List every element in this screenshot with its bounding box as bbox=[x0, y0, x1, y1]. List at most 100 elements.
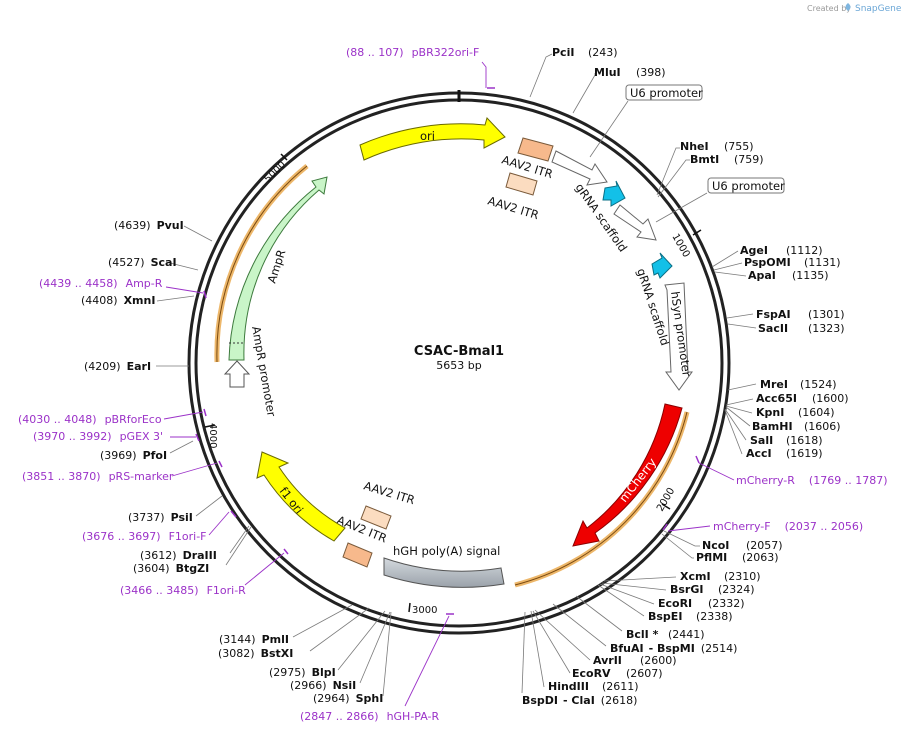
enzyme-agei[interactable]: AgeI(1112) bbox=[711, 244, 823, 268]
enzyme-sali[interactable]: SalI(1618) bbox=[724, 408, 823, 447]
enzyme-xcmi[interactable]: XcmI(2310) bbox=[603, 570, 761, 583]
svg-text:(3851 .. 3870)pRS-marker: (3851 .. 3870)pRS-marker bbox=[22, 470, 174, 483]
u6-promoter-callout-1[interactable]: U6 promoter bbox=[589, 84, 703, 158]
enzyme-apai[interactable]: ApaI(1135) bbox=[714, 269, 829, 282]
svg-text:(3737)PsiI: (3737)PsiI bbox=[128, 511, 193, 524]
svg-text:NheI(755): NheI(755) bbox=[680, 140, 754, 153]
svg-text:BmtI(759): BmtI(759) bbox=[690, 153, 764, 166]
primer-prs-marker[interactable]: (3851 .. 3870)pRS-marker bbox=[22, 460, 223, 483]
svg-text:(4639)PvuI: (4639)PvuI bbox=[114, 219, 184, 232]
enzyme-scai[interactable]: (4527)ScaI bbox=[108, 256, 199, 271]
svg-text:mCherry-F(2037 .. 2056): mCherry-F(2037 .. 2056) bbox=[713, 520, 863, 533]
svg-text:(3466 .. 3485)F1ori-R: (3466 .. 3485)F1ori-R bbox=[120, 584, 246, 597]
enzyme-ecori[interactable]: EcoRI(2332) bbox=[599, 583, 745, 610]
svg-text:ApaI(1135): ApaI(1135) bbox=[748, 269, 829, 282]
enzyme-btgzi[interactable]: (3604)BtgZI bbox=[133, 526, 252, 575]
tick-label-2000: 2000 bbox=[655, 486, 677, 514]
aav2-itr-bottom-inner[interactable] bbox=[360, 505, 392, 530]
svg-text:(3604)BtgZI: (3604)BtgZI bbox=[133, 562, 209, 575]
svg-text:(3676 .. 3697)F1ori-F: (3676 .. 3697)F1ori-F bbox=[82, 530, 207, 543]
enzyme-bspei[interactable]: BspEI(2338) bbox=[597, 584, 733, 623]
aav2-itr-top-outer[interactable] bbox=[517, 137, 554, 162]
enzyme-hindiii[interactable]: HindIII(2611) bbox=[530, 610, 639, 693]
enzyme-pspomi[interactable]: PspOMI(1131) bbox=[713, 256, 841, 271]
ampr-promoter-arrow[interactable] bbox=[223, 360, 251, 388]
u6-promoter-arrow-2[interactable] bbox=[613, 204, 657, 241]
enzyme-avrii[interactable]: AvrII(2600) bbox=[534, 609, 677, 667]
svg-text:BspEI(2338): BspEI(2338) bbox=[648, 610, 733, 623]
svg-text:PciI(243): PciI(243) bbox=[552, 46, 618, 59]
enzyme-blpi[interactable]: (2975)BlpI bbox=[269, 610, 386, 679]
enzyme-fspai[interactable]: FspAI(1301) bbox=[726, 308, 845, 321]
enzyme-eari[interactable]: (4209)EarI bbox=[84, 360, 189, 373]
ampr-promoter-label: AmpR promoter bbox=[249, 325, 279, 418]
svg-text:BclI *(2441): BclI *(2441) bbox=[626, 628, 705, 641]
enzyme-pvui[interactable]: (4639)PvuI bbox=[114, 219, 213, 242]
enzyme-mrei[interactable]: MreI(1524) bbox=[727, 378, 837, 391]
ampr-arrow[interactable] bbox=[228, 176, 328, 361]
enzyme-xmni[interactable]: (4408)XmnI bbox=[81, 294, 195, 307]
primer-amp-r[interactable]: (4439 .. 4458)Amp-R bbox=[39, 277, 207, 299]
primer-pgex-3[interactable]: (3970 .. 3992)pGEX 3' bbox=[33, 430, 200, 443]
grna-scaffold-arrow-1[interactable] bbox=[602, 180, 626, 207]
svg-text:AvrII(2600): AvrII(2600) bbox=[593, 654, 677, 667]
primer-f1ori-f[interactable]: (3676 .. 3697)F1ori-F bbox=[82, 510, 237, 543]
enzyme-ncoi[interactable]: NcoI(2057) bbox=[663, 530, 783, 552]
enzyme-draiii[interactable]: (3612)DraIII bbox=[140, 525, 250, 562]
enzyme-nsii[interactable]: (2966)NsiI bbox=[290, 611, 391, 692]
enzyme-pcii[interactable]: PciI(243) bbox=[529, 46, 618, 98]
primer-mcherry-f[interactable]: mCherry-F(2037 .. 2056) bbox=[662, 520, 863, 533]
enzyme-bamhi[interactable]: BamHI(1606) bbox=[725, 406, 841, 433]
tick-label-5000: 5000 bbox=[262, 159, 288, 185]
enzyme-pfoi[interactable]: (3969)PfoI bbox=[100, 440, 194, 462]
svg-text:(2847 .. 2866)hGH-PA-R: (2847 .. 2866)hGH-PA-R bbox=[300, 710, 439, 723]
hsyn-promoter-arrow[interactable] bbox=[664, 282, 693, 391]
grna-scaffold-label-2: gRNA scaffold bbox=[634, 267, 672, 348]
enzyme-pmli[interactable]: (3144)PmlI bbox=[219, 604, 353, 646]
svg-text:AccI(1619): AccI(1619) bbox=[746, 447, 823, 460]
aav2-itr-bottom-outer[interactable] bbox=[342, 542, 373, 568]
hgh-polya-arrow[interactable] bbox=[383, 557, 505, 588]
enzyme-acc65i[interactable]: Acc65I(1600) bbox=[725, 392, 849, 406]
enzyme-bsrgi[interactable]: BsrGI(2324) bbox=[601, 582, 755, 596]
enzyme-psii[interactable]: (3737)PsiI bbox=[128, 495, 223, 524]
svg-text:U6 promoter: U6 promoter bbox=[630, 86, 703, 100]
enzyme-bcli[interactable]: BclI *(2441) bbox=[575, 595, 705, 641]
enzyme-bspdi-clai[interactable]: BspDI- ClaI(2618) bbox=[521, 611, 637, 707]
svg-text:MluI(398): MluI(398) bbox=[594, 66, 666, 79]
svg-text:(4030 .. 4048)pBRforEco: (4030 .. 4048)pBRforEco bbox=[18, 413, 162, 426]
enzyme-bmti[interactable]: BmtI(759) bbox=[657, 153, 764, 198]
aav2-itr-top-inner[interactable] bbox=[505, 172, 538, 196]
svg-text:KpnI(1604): KpnI(1604) bbox=[756, 406, 835, 419]
primer-pbr322ori-f[interactable]: (88 .. 107)pBR322ori-F bbox=[346, 46, 495, 89]
u6-promoter-arrow-1[interactable] bbox=[551, 150, 608, 186]
enzyme-mlui[interactable]: MluI(398) bbox=[572, 66, 666, 114]
enzyme-ecorv[interactable]: EcoRV(2607) bbox=[532, 610, 663, 680]
tick-3000 bbox=[408, 602, 411, 613]
f1-ori-arrow[interactable] bbox=[256, 451, 346, 542]
svg-text:PflMI(2063): PflMI(2063) bbox=[696, 551, 779, 564]
primer-hgh-pa-r[interactable]: (2847 .. 2866)hGH-PA-R bbox=[300, 613, 454, 723]
enzyme-kpni[interactable]: KpnI(1604) bbox=[725, 405, 835, 419]
svg-text:PspOMI(1131): PspOMI(1131) bbox=[744, 256, 841, 269]
primer-f1ori-r[interactable]: (3466 .. 3485)F1ori-R bbox=[120, 548, 289, 597]
primer-pbrforeco[interactable]: (4030 .. 4048)pBRforEco bbox=[18, 408, 207, 426]
enzyme-sacii[interactable]: SacII(1323) bbox=[727, 322, 845, 335]
enzyme-bfuai-bspmi[interactable]: BfuAI- BspMI(2514) bbox=[552, 603, 737, 655]
grna-scaffold-arrow-2[interactable] bbox=[651, 252, 673, 279]
enzyme-nhei[interactable]: NheI(755) bbox=[656, 140, 754, 196]
mcherry-arrow[interactable] bbox=[572, 403, 683, 547]
enzyme-acci[interactable]: AccI(1619) bbox=[724, 409, 823, 460]
svg-text:mCherry-R(1769 .. 1787): mCherry-R(1769 .. 1787) bbox=[736, 474, 887, 487]
ori-arrow[interactable] bbox=[359, 117, 506, 161]
enzyme-pflmi[interactable]: PflMI(2063) bbox=[661, 533, 779, 564]
svg-text:(4439 .. 4458)Amp-R: (4439 .. 4458)Amp-R bbox=[39, 277, 163, 290]
enzyme-bstxi[interactable]: (3082)BstXI bbox=[218, 607, 370, 660]
svg-text:(2964)SphI: (2964)SphI bbox=[313, 692, 383, 705]
enzyme-sphi[interactable]: (2964)SphI bbox=[313, 611, 392, 705]
primer-mcherry-r[interactable]: mCherry-R(1769 .. 1787) bbox=[695, 455, 887, 487]
u6-promoter-callout-2[interactable]: U6 promoter bbox=[655, 177, 785, 223]
snapgene-logo-icon bbox=[845, 3, 851, 11]
aav2-itr-label-2: AAV2 ITR bbox=[486, 193, 540, 222]
